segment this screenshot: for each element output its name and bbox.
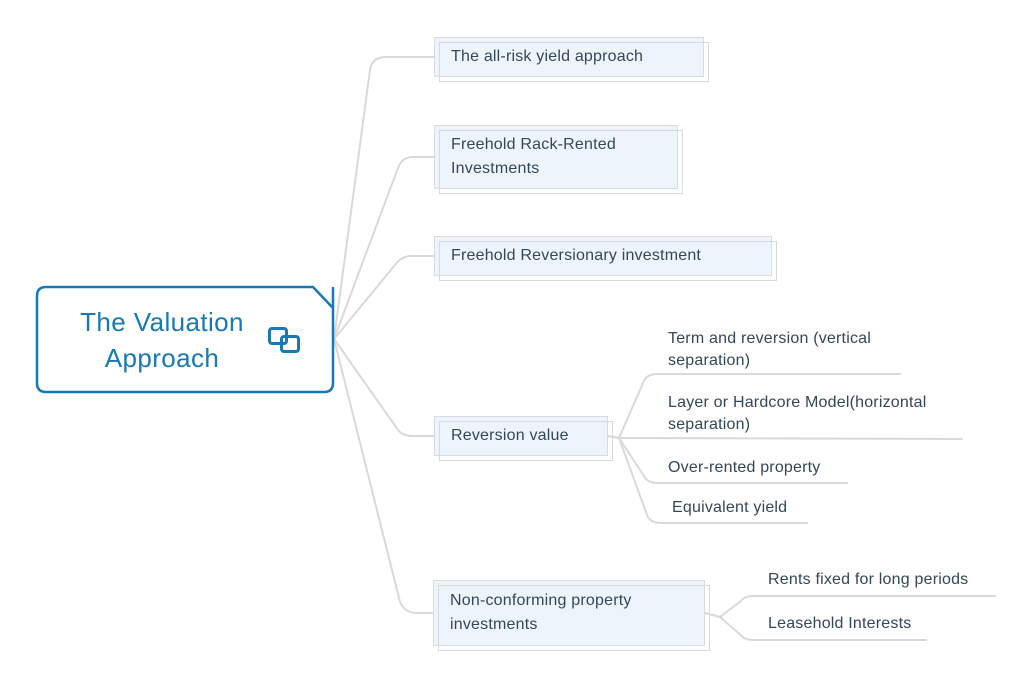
subtopic-leasehold-interests[interactable]: Leasehold Interests	[768, 615, 912, 632]
root-node-outline	[35, 285, 335, 394]
branch-node-non-conforming[interactable]: Non-conforming property investments	[433, 580, 710, 651]
connector-reversion-to-layer	[607, 435, 963, 440]
branch-node-all-risk-yield[interactable]: The all-risk yield approach	[434, 37, 709, 82]
link-icon[interactable]	[267, 326, 301, 354]
connector-reversion-to-equivalent	[607, 435, 808, 524]
branch-label: Freehold Rack-Rented Investments	[451, 136, 616, 177]
branch-label: Reversion value	[451, 427, 569, 444]
connector-root-to-reversionary	[333, 255, 435, 340]
subtopic-rents-fixed[interactable]: Rents fixed for long periods	[768, 571, 969, 588]
connector-nonconf-to-leasehold	[704, 612, 927, 641]
branch-node-rack-rented[interactable]: Freehold Rack-Rented Investments	[434, 125, 683, 194]
connector-root-to-non-conforming	[333, 338, 434, 614]
subtopic-term-and-reversion[interactable]: Term and reversion (vertical separation)	[668, 330, 871, 369]
branch-node-reversion-value[interactable]: Reversion value	[434, 416, 613, 461]
branch-label: Non-conforming property investments	[450, 592, 632, 633]
connector-root-to-all-risk	[333, 56, 435, 340]
subtopic-over-rented[interactable]: Over-rented property	[668, 459, 821, 476]
branch-node-reversionary[interactable]: Freehold Reversionary investment	[434, 236, 777, 281]
root-node[interactable]: The Valuation Approach	[37, 287, 333, 392]
branch-label: The all-risk yield approach	[451, 48, 644, 65]
connector-nonconf-to-rents	[704, 595, 996, 618]
connector-root-to-rack-rented	[333, 156, 435, 340]
subtopic-layer-hardcore[interactable]: Layer or Hardcore Model(horizontal separ…	[668, 394, 927, 433]
connector-root-to-reversion	[333, 338, 435, 437]
connector-reversion-to-term	[607, 373, 901, 439]
root-title: The Valuation Approach	[80, 306, 244, 373]
subtopic-equivalent-yield[interactable]: Equivalent yield	[672, 499, 788, 516]
connector-reversion-to-over	[607, 435, 848, 484]
branch-label: Freehold Reversionary investment	[451, 247, 702, 264]
